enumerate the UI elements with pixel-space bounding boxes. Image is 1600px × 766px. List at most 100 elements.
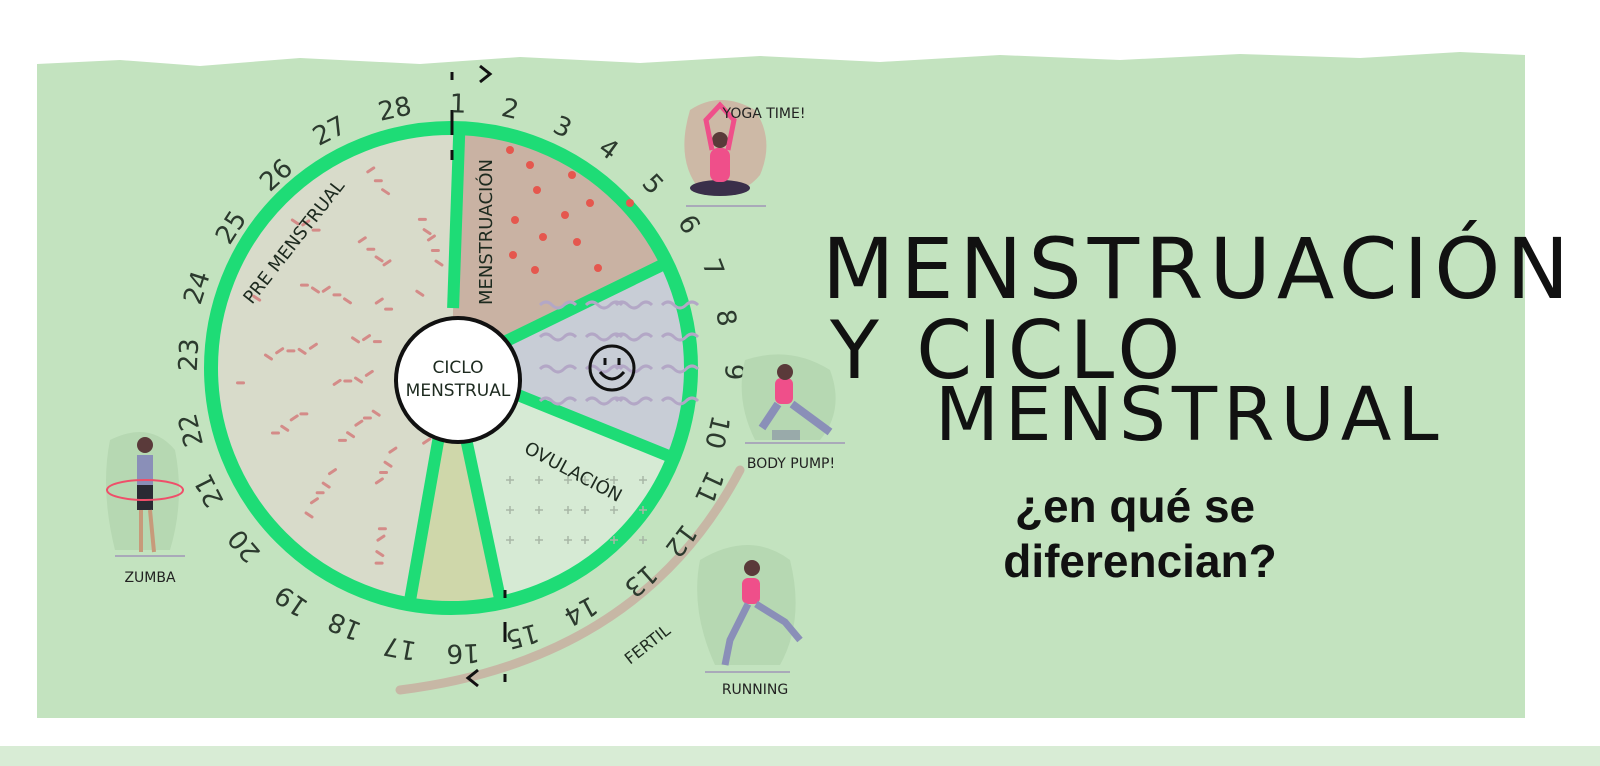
fertile-arc (395, 465, 745, 695)
day-number: 28 (376, 91, 415, 127)
phase-divider (404, 426, 447, 600)
dash-mark (346, 431, 356, 439)
cycle-start-arrow (450, 64, 507, 688)
dash-mark (374, 297, 384, 305)
wave-mark (660, 332, 700, 342)
dot-mark (506, 146, 514, 154)
subtitle-line-1: ¿en qué se (1015, 480, 1255, 532)
wave-mark (538, 364, 578, 374)
segment-calm (451, 265, 686, 456)
dash-mark (366, 166, 376, 174)
center-label-2: MENSTRUAL (406, 381, 511, 401)
dash-mark (357, 236, 367, 244)
dot-mark (586, 199, 594, 207)
wave-mark (660, 364, 700, 374)
dot-mark (573, 238, 581, 246)
wave-mark (614, 396, 654, 406)
subtitle-line-2: diferencian? (1003, 535, 1277, 587)
dash-mark (374, 477, 384, 485)
dash-mark (297, 347, 307, 355)
day-number: 2 (499, 93, 522, 126)
dash-mark (354, 376, 364, 384)
plus-mark (581, 476, 589, 484)
dash-mark (289, 414, 299, 422)
wave-mark (538, 300, 578, 310)
wave-mark (660, 396, 700, 406)
dash-mark (383, 460, 393, 468)
activity-label-yoga: YOGA TIME! (722, 106, 806, 122)
phase-divider (447, 133, 466, 309)
plus-mark (535, 506, 543, 514)
phase-divider (504, 384, 671, 462)
plus-mark (639, 506, 647, 514)
wave-mark (538, 332, 578, 342)
phase-divider (457, 425, 506, 599)
plus-mark (535, 476, 543, 484)
dot-mark (568, 171, 576, 179)
segment-premenstrual (216, 133, 460, 599)
dot-mark (539, 233, 547, 241)
dash-mark (308, 342, 318, 350)
dot-mark (511, 216, 519, 224)
dash-mark (374, 255, 384, 263)
plus-mark (506, 476, 514, 484)
plus-mark (610, 506, 618, 514)
dash-mark (342, 297, 352, 305)
dash-mark (332, 378, 342, 386)
activity-label-zumba: ZUMBA (124, 570, 176, 586)
day-number: 9 (718, 364, 748, 381)
wave-mark (584, 364, 624, 374)
phase-label-menstruation: MENSTRUACIÓN (475, 159, 497, 305)
segment-menstruation (451, 134, 662, 368)
activity-label-running: RUNNING (722, 682, 788, 698)
center-label-1: CICLO (433, 358, 484, 378)
dash-mark (275, 347, 285, 355)
dash-mark (422, 437, 432, 445)
dash-mark (321, 285, 331, 293)
dash-mark (252, 294, 262, 302)
dash-mark (362, 334, 372, 342)
dash-mark (280, 424, 290, 432)
day-number: 16 (446, 637, 480, 668)
dash-mark (388, 446, 398, 454)
dash-mark (375, 550, 385, 558)
dash-mark (309, 497, 319, 505)
segment-transition (410, 368, 500, 602)
dash-mark (426, 234, 436, 242)
plus-mark (581, 536, 589, 544)
dash-mark (301, 219, 311, 227)
wave-mark (538, 396, 578, 406)
plus-mark (506, 536, 514, 544)
dot-mark (509, 251, 517, 259)
dash-mark (376, 534, 386, 542)
title-line-2: Y CICLO (829, 304, 1186, 397)
day-number: 17 (381, 630, 419, 665)
dash-mark (434, 259, 444, 267)
dash-mark (415, 289, 425, 297)
dash-mark (364, 369, 374, 377)
activity-running: RUNNING (697, 545, 803, 698)
dash-mark (310, 286, 320, 294)
day-number: 8 (709, 307, 741, 329)
plus-mark (610, 536, 618, 544)
plus-mark (564, 536, 572, 544)
plus-mark (535, 536, 543, 544)
activity-yoga: YOGA TIME! (684, 100, 806, 207)
dash-mark (321, 481, 331, 489)
plus-mark (610, 476, 618, 484)
dash-mark (351, 336, 361, 344)
dash-mark (422, 228, 432, 236)
plus-mark (564, 476, 572, 484)
bottom-strip (0, 746, 1600, 766)
dash-mark (263, 353, 273, 361)
plus-mark (639, 536, 647, 544)
segment-ovulation (451, 368, 668, 597)
dot-mark (561, 211, 569, 219)
dash-mark (354, 419, 364, 427)
dash-mark (304, 511, 314, 519)
smiley-face-icon (588, 344, 636, 392)
dash-mark (382, 259, 392, 267)
dot-mark (626, 199, 634, 207)
day-number: 1 (449, 89, 466, 119)
